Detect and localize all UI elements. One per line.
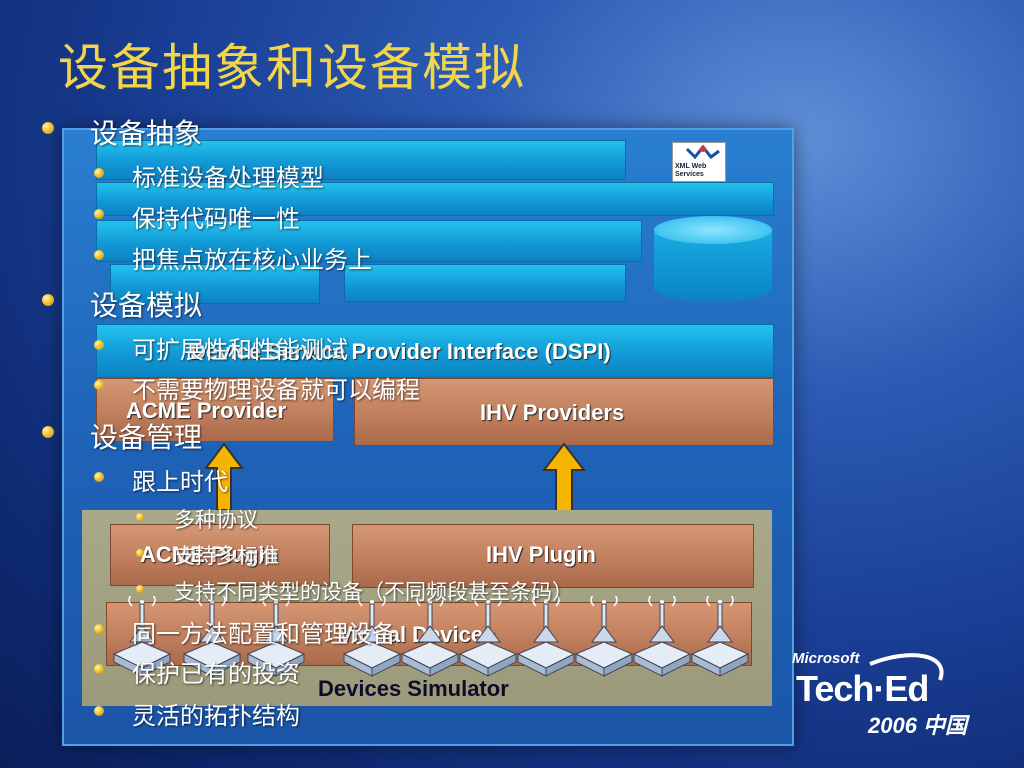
teched-logo: Microsoft Tech·Ed 2006 中国 [790,650,990,740]
bullet-dot-icon [42,426,54,438]
rfid-reader-icon [180,596,244,678]
xml-web-services-icon: XML Web Services [672,142,726,182]
antenna-row [110,596,750,678]
acme-provider-label: ACME Provider [126,398,286,424]
bullet-dot-icon [42,122,54,134]
left-module-bar [110,264,320,304]
up-arrow-icon [542,442,586,516]
database-top [654,216,772,244]
rfid-reader-icon [340,596,404,678]
top-layer-bar [96,140,626,180]
rfid-reader-icon [630,596,694,678]
dspi-label: Device Service Provider Interface (DSPI) [190,339,611,365]
bullet-dot-icon [42,294,54,306]
rfid-reader-icon [244,596,308,678]
event-year: 2006 中国 [868,708,967,740]
rfid-reader-icon [110,596,174,678]
up-arrow-icon [204,442,244,512]
middle-layer-bar [96,220,642,262]
xml-badge-label: XML Web Services [675,163,706,179]
microsoft-wordmark: Microsoft [792,650,860,667]
rfid-reader-icon [456,596,520,678]
service-layer-bar [96,182,774,216]
teched-wordmark: Tech·Ed [796,668,928,710]
right-module-bar [344,264,626,302]
rfid-reader-icon [572,596,636,678]
slide-title: 设备抽象和设备模拟 [58,28,526,100]
rfid-reader-icon [398,596,462,678]
architecture-diagram: XML Web Services Device Service Provider… [62,128,790,742]
ihv-providers-label: IHV Providers [480,400,624,426]
rfid-reader-icon [688,596,752,678]
devices-simulator-label: Devices Simulator [318,676,509,702]
ihv-plugin-label: IHV Plugin [486,542,596,568]
rfid-reader-icon [514,596,578,678]
acme-plugin-label: ACME Plugin [140,542,278,568]
